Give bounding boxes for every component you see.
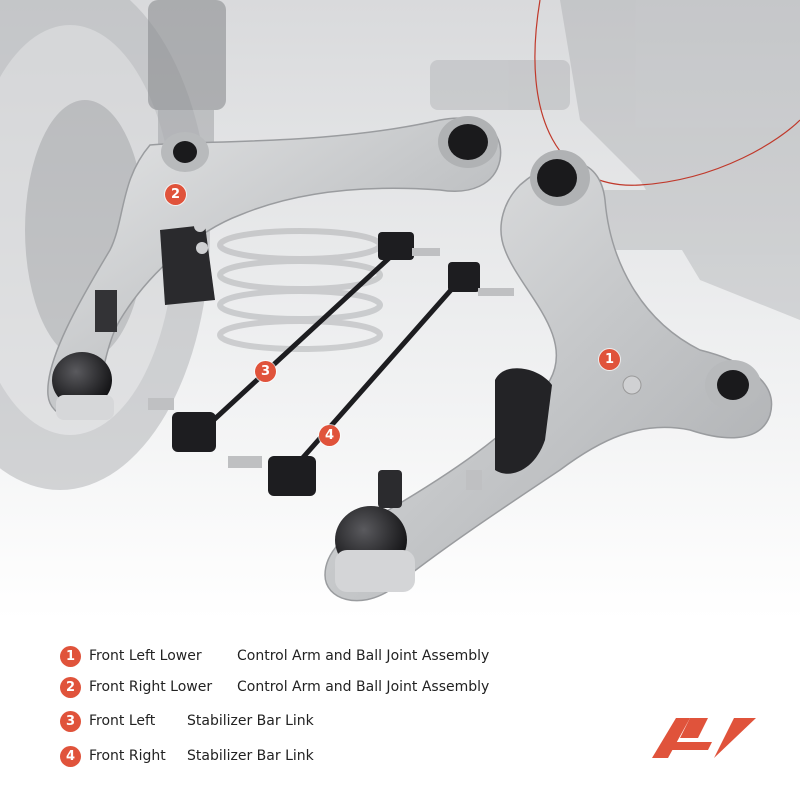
legend-item: 3 Front Left <box>60 709 155 733</box>
legend-part-name: Front Left <box>89 713 156 729</box>
stabilizer-link-4 <box>228 262 514 496</box>
control-arm-2 <box>47 116 502 420</box>
legend-number-badge: 1 <box>60 645 81 667</box>
brand-logo-icon <box>652 712 774 760</box>
legend-item: 1 Front Left Lower <box>60 644 202 668</box>
legend-part-description: Stabilizer Bar Link <box>187 748 314 764</box>
product-scene: 1 2 3 4 <box>0 0 800 620</box>
legend-part-name: Front Left Lower <box>89 648 202 664</box>
legend-item: 4 Front Right <box>60 744 166 768</box>
legend-part-description: Control Arm and Ball Joint Assembly <box>237 679 490 695</box>
callout-badge-4: 4 <box>319 425 340 446</box>
background-brake-line <box>534 0 800 186</box>
legend-number-badge: 3 <box>60 710 81 732</box>
callout-badge-2: 2 <box>165 184 186 205</box>
callout-badge-1: 1 <box>599 349 620 370</box>
callout-badge-3: 3 <box>255 361 276 382</box>
product-illustration <box>0 0 800 620</box>
legend-part-name: Front Right <box>89 748 166 764</box>
control-arm-1 <box>324 150 773 602</box>
legend-number-badge: 4 <box>60 745 81 767</box>
legend-part-description: Stabilizer Bar Link <box>187 713 314 729</box>
legend-part-description: Control Arm and Ball Joint Assembly <box>237 648 490 664</box>
stabilizer-link-3 <box>148 232 440 452</box>
legend-item: 2 Front Right Lower <box>60 675 212 699</box>
legend-number-badge: 2 <box>60 676 81 698</box>
legend-part-name: Front Right Lower <box>89 679 213 695</box>
